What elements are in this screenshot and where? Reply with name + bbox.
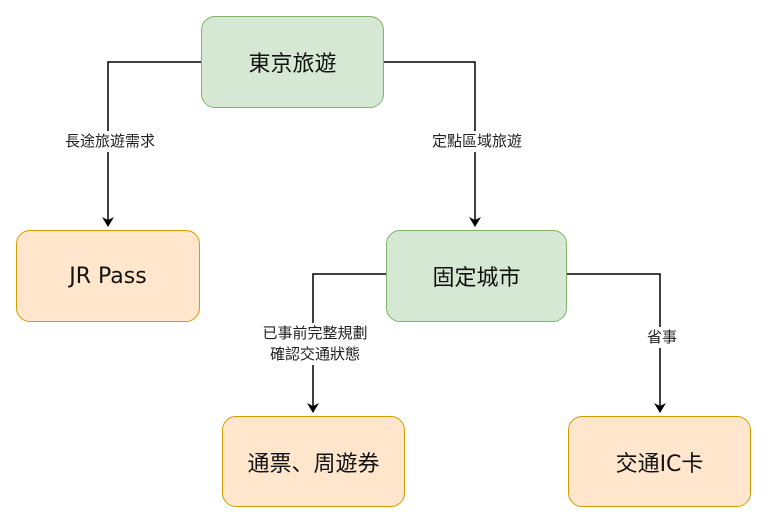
node-tickets-passes: 通票、周遊券 [222,416,405,507]
node-tickets-passes-label: 通票、周遊券 [247,451,380,477]
edge-label-planned-line1: 已事前完整規劃 [262,324,368,342]
edge-tokyo-to-jrpass [102,61,201,227]
node-ic-card-label: 交通IC卡 [615,451,704,477]
edge-fixed-city-to-tickets [307,273,386,413]
edge-label-convenience-text: 省事 [646,328,677,346]
node-ic-card: 交通IC卡 [568,416,751,507]
edge-label-planned-line2: 確認交通狀態 [269,345,360,363]
edge-label-long-distance: 長途旅遊需求 [48,131,172,152]
edge-fixed-city-to-ic-card [567,273,666,413]
node-fixed-city: 固定城市 [386,230,567,322]
node-tokyo-travel-label: 東京旅遊 [248,52,337,77]
edge-label-long-distance-text: 長途旅遊需求 [64,132,155,150]
edge-label-convenience: 省事 [638,327,686,348]
edge-label-regional: 定點區域旅遊 [415,131,539,152]
node-fixed-city-label: 固定城市 [432,266,521,291]
edge-label-planned: 已事前完整規劃 確認交通狀態 [243,323,387,365]
edge-label-regional-text: 定點區域旅遊 [431,132,522,150]
edge-tokyo-to-fixed-city [384,61,481,227]
node-jr-pass-label: JR Pass [69,263,147,289]
node-jr-pass: JR Pass [16,230,200,322]
node-tokyo-travel: 東京旅遊 [201,16,384,108]
